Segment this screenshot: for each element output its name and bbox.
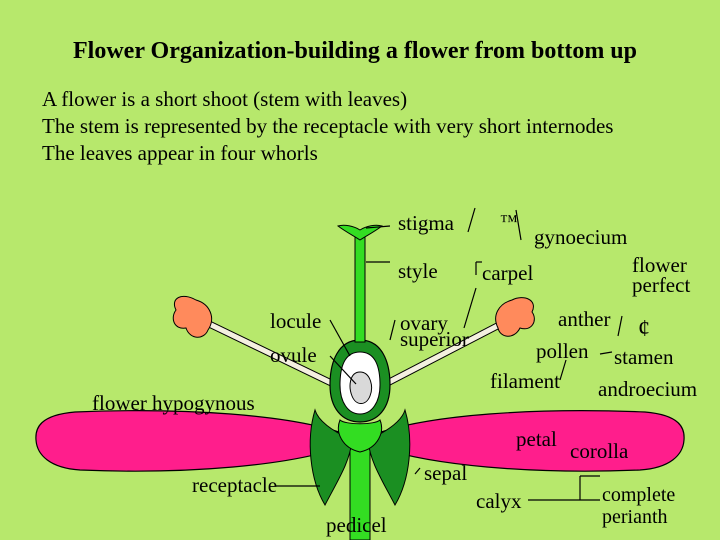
label-flower-perfect-1: flower [632,253,687,277]
label-tm: ™ [500,211,518,231]
intro-line-2: The stem is represented by the receptacl… [42,114,614,138]
right-filament-fill [368,319,507,395]
anther-stamen-line [617,315,623,337]
label-stamen: stamen [614,345,674,369]
intro-text: A flower is a short shoot (stem with lea… [42,86,613,167]
left-filament-fill [203,319,352,395]
label-cent: ¢ [638,316,650,342]
left-sepal [309,408,353,507]
label-ovary-1: ovary [400,311,448,335]
ovule-line [329,355,357,385]
receptacle-shape [337,419,383,453]
label-carpel: carpel [482,261,534,285]
label-petal: petal [516,427,557,451]
slide-title: Flower Organization-building a flower fr… [73,38,637,64]
stigma-line [365,225,391,229]
locule-line [329,319,351,357]
label-style: style [398,259,438,283]
stigma-bracket [467,207,476,233]
gynoecium-line [515,209,522,241]
label-gynoecium: gynoecium [534,225,628,249]
left-anther [172,295,212,338]
label-perianth: perianth [602,506,668,528]
left-petal [35,410,362,472]
label-ovary-2: superior [400,327,469,351]
label-anther: anther [558,307,611,331]
ovule [349,371,373,404]
ovary-line [389,319,396,341]
right-petal [358,410,685,472]
label-receptacle: receptacle [192,473,278,497]
label-androecium: androecium [598,377,698,401]
label-stigma: stigma [398,211,454,235]
label-complete: complete [602,484,676,506]
label-corolla: corolla [570,439,629,463]
label-sepal: sepal [424,461,468,485]
leader-lines [276,207,623,501]
label-calyx: calyx [476,489,522,513]
pollen-line [599,351,613,355]
sepal-line [414,467,421,475]
right-anther [495,297,535,337]
intro-line-3: The leaves appear in four whorls [42,141,318,165]
label-flower-hypogynous: flower hypogynous [92,391,255,415]
right-sepal [367,408,411,507]
style-column [354,231,366,343]
filament-line [559,359,567,381]
label-ovule: ovule [270,343,317,367]
label-pedicel: pedicel [326,513,387,537]
label-pollen: pollen [536,339,589,363]
stigma-tip [336,224,384,241]
intro-line-1: A flower is a short shoot (stem with lea… [42,87,408,111]
label-filament: filament [490,369,560,393]
label-flower-perfect-2: perfect [632,273,691,297]
carpel-bracket-bottom [463,287,477,329]
label-locule: locule [270,309,322,333]
